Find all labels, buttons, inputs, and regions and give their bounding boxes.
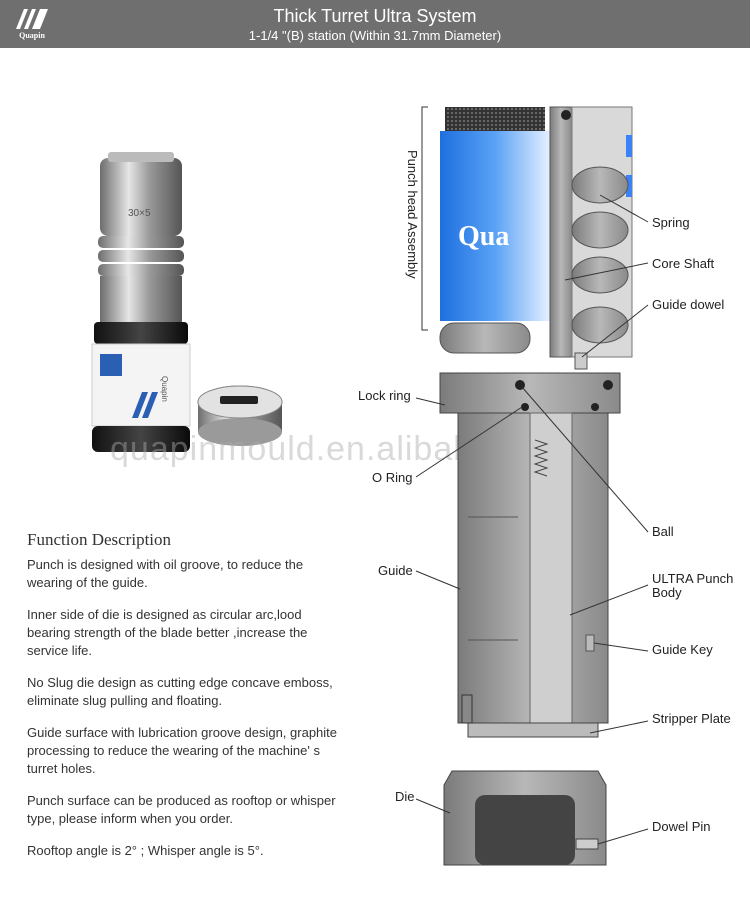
punch-marking: 30×5 [128,208,151,219]
punch-head-assembly [440,131,550,321]
label-brand: Quapin [160,376,169,402]
description-paragraph: No Slug die design as cutting edge conca… [27,675,333,708]
logo-mark-icon [16,9,48,29]
description-paragraph: Rooftop angle is 2° ; Whisper angle is 5… [27,843,264,858]
punch-head-assembly-label: Punch head Assembly [405,150,420,279]
leader-lines [415,194,649,845]
label-stripper-plate: Stripper Plate [652,711,731,726]
label-guide: Guide [378,563,413,578]
logo-text: Quapin [19,31,45,40]
description-paragraph: Inner side of die is designed as circula… [27,607,308,658]
description-paragraph: Guide surface with lubrication groove de… [27,725,338,776]
stripper-plate [467,722,599,738]
function-description: Function Description Punch is designed w… [27,530,347,874]
dowel-pin [575,838,599,850]
product-photo: 30×5 Quapin [91,152,283,452]
label-ultra-punch-body-line2: Body [652,585,682,600]
description-paragraph: Punch surface can be produced as rooftop… [27,793,336,826]
spring-coils [571,166,629,344]
core-shaft [549,106,573,358]
header-bar: Quapin Thick Turret Ultra System 1-1/4 "… [0,0,750,48]
label-guide-key: Guide Key [652,642,713,657]
label-ultra-punch-body: ULTRA Punch [652,571,734,586]
label-dowel-pin: Dowel Pin [652,819,711,834]
punch-head [100,158,182,236]
description-title: Function Description [27,530,172,549]
knurled-cap [445,107,545,131]
label-lock-ring: Lock ring [358,388,411,403]
description-paragraph: Punch is designed with oil groove, to re… [27,557,304,590]
cross-section-diagram: Qua [415,106,649,866]
label-die: Die [395,789,415,804]
page-title: Thick Turret Ultra System [273,6,477,26]
label-guide-dowel: Guide dowel [652,297,725,312]
lock-ring [439,372,621,414]
label-ball: Ball [652,524,674,539]
label-core-shaft: Core Shaft [652,256,715,271]
label-spring: Spring [652,215,690,230]
ultra-punch-body [529,412,573,724]
head-brand-text: Qua [458,221,509,252]
label-o-ring: O Ring [372,470,413,485]
page-subtitle: 1-1/4 "(B) station (Within 31.7mm Diamet… [248,28,502,43]
quapin-logo: Quapin [10,5,54,43]
